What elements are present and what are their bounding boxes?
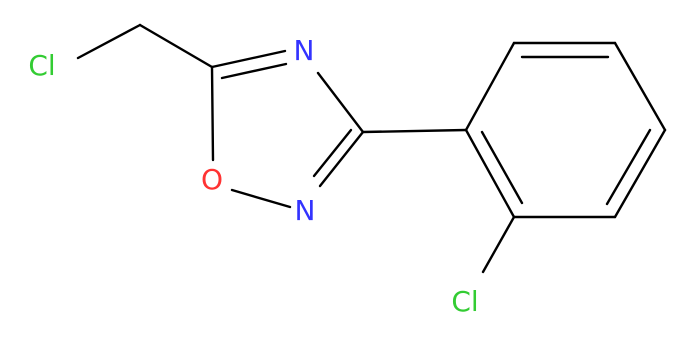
bond-c5-n4-inner bbox=[220, 62, 288, 80]
bond-ring-4-inner bbox=[605, 128, 652, 206]
atom-o1: O bbox=[201, 163, 223, 196]
bond-c5-n4 bbox=[210, 49, 287, 69]
bond-c3-n2-inner bbox=[312, 128, 353, 178]
bond-ch2-cl bbox=[76, 23, 142, 60]
bond-aryl-cl bbox=[481, 215, 516, 274]
bond-n4-c3 bbox=[316, 71, 365, 134]
bond-ch2-c5 bbox=[138, 23, 214, 69]
bond-ring-6 bbox=[464, 128, 516, 219]
bond-ring-3 bbox=[613, 41, 667, 132]
bond-ring-6-inner bbox=[480, 130, 524, 205]
atom-labels: Cl N O N Cl bbox=[28, 34, 478, 318]
atom-n4: N bbox=[294, 34, 315, 67]
atom-cl-aryl: Cl bbox=[451, 285, 478, 318]
atom-n2: N bbox=[295, 194, 316, 227]
bond-n2-o1 bbox=[230, 188, 292, 209]
bond-ring-4 bbox=[613, 128, 667, 219]
bonds bbox=[76, 23, 667, 274]
bond-c3-n2 bbox=[318, 130, 365, 188]
bond-c3-phenyl bbox=[361, 128, 468, 134]
bond-ring-1 bbox=[464, 41, 516, 132]
atom-cl-methyl: Cl bbox=[28, 49, 55, 82]
bond-o1-c5 bbox=[210, 65, 215, 162]
